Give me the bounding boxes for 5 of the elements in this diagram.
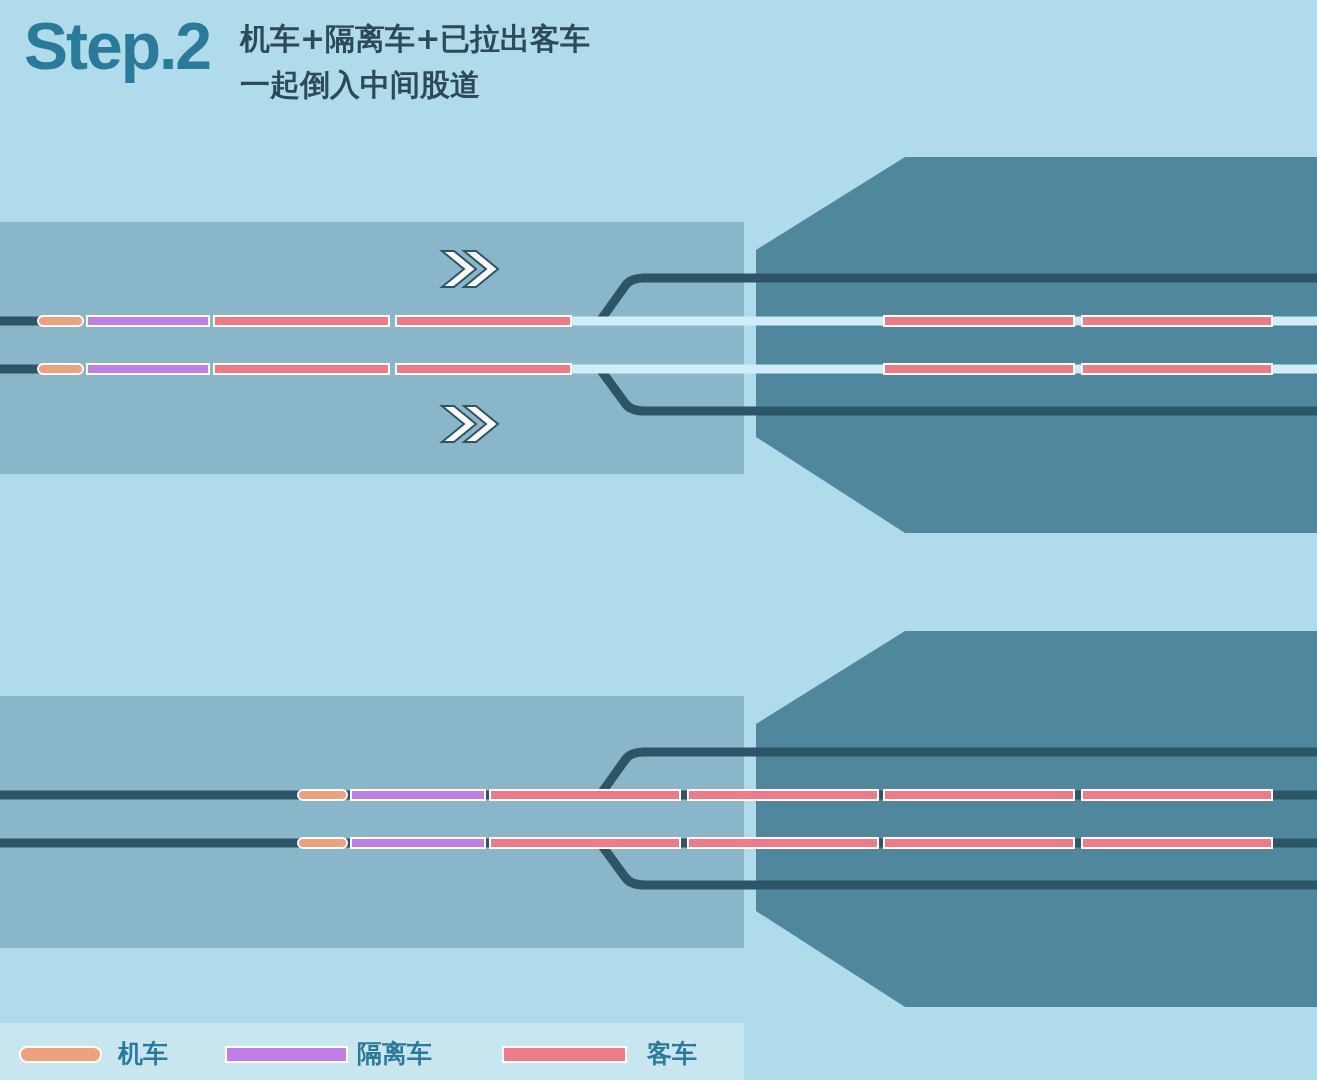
legend-label: 机车: [118, 1038, 168, 1070]
subtitle: 机车+隔离车+已拉出客车一起倒入中间股道: [240, 20, 592, 104]
legend-label: 隔离车: [357, 1038, 432, 1070]
legend-label: 客车: [647, 1038, 697, 1070]
step-title: Step.2: [24, 8, 211, 84]
